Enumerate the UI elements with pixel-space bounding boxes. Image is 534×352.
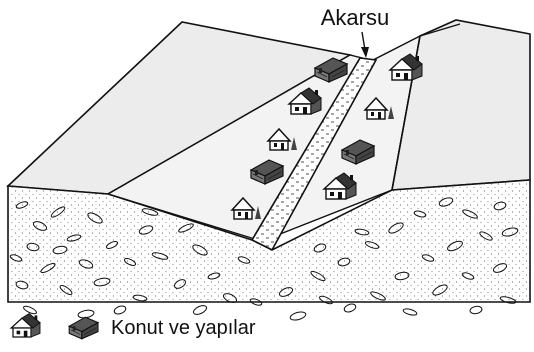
pebble xyxy=(151,252,169,260)
pebble xyxy=(501,227,519,237)
pebble xyxy=(499,296,517,304)
pebble xyxy=(354,228,370,236)
pebble xyxy=(237,256,251,264)
pebble xyxy=(313,243,327,253)
pebble xyxy=(438,197,454,207)
pebble xyxy=(421,254,435,262)
pebble xyxy=(93,277,111,287)
legend: Konut ve yapılar xyxy=(10,312,256,340)
pebble xyxy=(462,209,478,219)
pebble xyxy=(66,234,82,242)
pebble xyxy=(32,221,48,231)
legend-label: Konut ve yapılar xyxy=(111,317,256,339)
pebble xyxy=(402,308,418,316)
pebble xyxy=(388,222,404,234)
pebble xyxy=(192,244,208,256)
pebble xyxy=(310,270,326,282)
pebble xyxy=(493,201,507,211)
pebble xyxy=(138,225,154,235)
legend-house-dark-icon xyxy=(68,316,99,340)
pebble xyxy=(78,259,94,269)
pebble xyxy=(207,272,221,280)
pebble xyxy=(59,284,73,296)
pebble xyxy=(192,305,208,315)
pebble xyxy=(432,284,448,296)
pebble xyxy=(278,287,294,297)
pebble xyxy=(23,305,37,315)
pebble xyxy=(319,295,333,305)
pebble xyxy=(132,294,148,302)
pebble xyxy=(492,263,508,273)
pebble xyxy=(40,262,56,274)
pebble xyxy=(394,271,410,281)
pebble xyxy=(337,257,351,267)
pebble xyxy=(141,208,159,216)
pebble xyxy=(461,272,475,280)
pebble xyxy=(123,258,137,266)
pebble xyxy=(370,291,386,301)
pebble xyxy=(87,212,103,224)
pebble xyxy=(222,293,238,303)
pebble xyxy=(15,280,29,290)
pebble xyxy=(479,231,493,241)
pebble xyxy=(113,305,127,315)
pebble xyxy=(447,240,463,252)
river-pointer-arrowhead xyxy=(361,47,369,58)
pebble xyxy=(364,241,380,249)
pebble xyxy=(249,298,263,306)
pebble xyxy=(15,201,29,209)
pebble xyxy=(9,254,23,262)
pebble xyxy=(413,210,427,218)
pebble xyxy=(289,311,307,321)
pebble xyxy=(178,223,194,233)
pebble xyxy=(52,245,68,255)
pebble xyxy=(105,241,119,249)
pebble xyxy=(174,279,186,289)
pebble-layer xyxy=(9,197,519,321)
pebble xyxy=(469,305,483,315)
pebble xyxy=(343,303,357,313)
river-label: Akarsu xyxy=(321,5,389,30)
pebble xyxy=(50,206,66,218)
pebble xyxy=(26,242,40,252)
legend-house-light-icon xyxy=(10,312,41,338)
